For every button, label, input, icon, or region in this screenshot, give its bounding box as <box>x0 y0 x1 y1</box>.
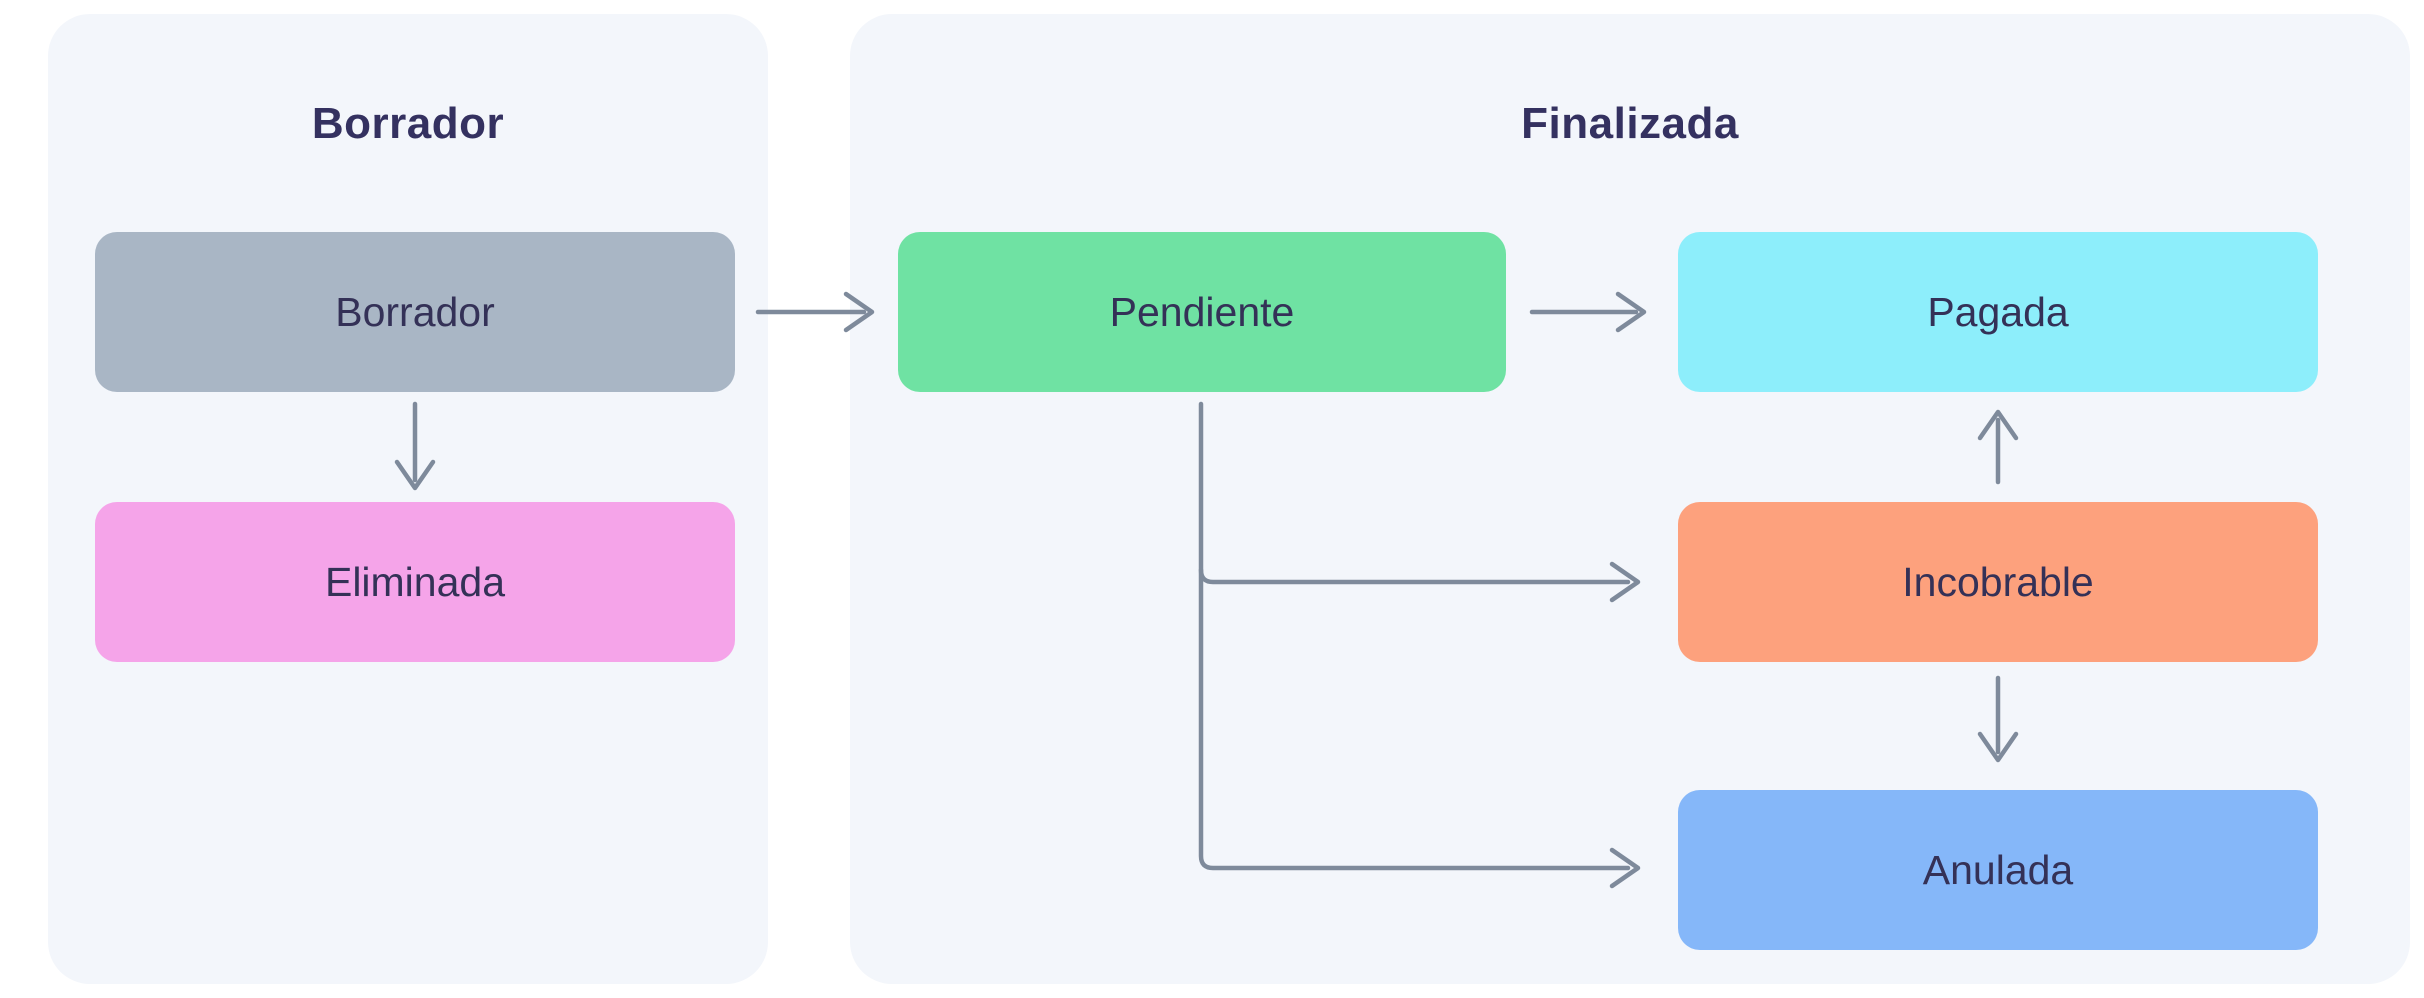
node-anulada-label: Anulada <box>1922 846 2074 893</box>
panel-title-borrador: Borrador <box>311 99 505 148</box>
node-eliminada: Eliminada <box>95 502 735 662</box>
panel-title-finalizada: Finalizada <box>1521 99 1739 148</box>
node-eliminada-label: Eliminada <box>324 558 506 605</box>
node-pendiente-label: Pendiente <box>1109 288 1295 335</box>
node-borrador-label: Borrador <box>335 288 495 335</box>
node-borrador: Borrador <box>95 232 735 392</box>
node-pagada: Pagada <box>1678 232 2318 392</box>
panel-borrador <box>48 14 768 984</box>
node-incobrable: Incobrable <box>1678 502 2318 662</box>
node-pagada-label: Pagada <box>1927 288 2069 335</box>
node-pendiente: Pendiente <box>898 232 1506 392</box>
node-anulada: Anulada <box>1678 790 2318 950</box>
node-incobrable-label: Incobrable <box>1902 558 2094 605</box>
